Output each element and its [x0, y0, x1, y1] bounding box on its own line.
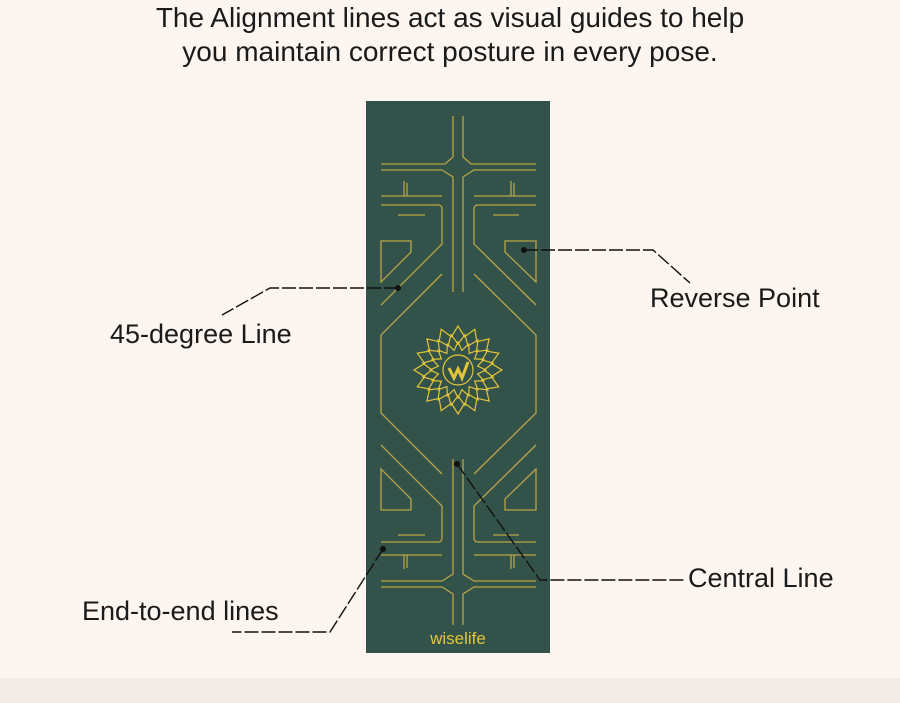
label-central-line: Central Line: [688, 563, 834, 593]
mandala-petal-ring: [428, 340, 488, 400]
mandala-petal-ring: [412, 324, 504, 416]
reverse-point-triangle-left: [380, 240, 412, 284]
reverse-point-triangle-right: [504, 240, 537, 284]
alignment-lines: [380, 116, 537, 625]
callout-dot-reverse: [521, 247, 527, 253]
yoga-mat: [366, 101, 550, 653]
end-to-end-line-top-right: [462, 169, 536, 292]
footer-strip: [0, 678, 900, 703]
forty-five-line-octagon: [380, 273, 537, 475]
label-reverse-point: Reverse Point: [650, 283, 820, 313]
brand-wordmark: wiselife: [429, 629, 486, 648]
callout-dot-end-to-end: [380, 546, 386, 552]
end-to-end-line-top-left: [381, 169, 454, 292]
heading-line-1: The Alignment lines act as visual guides…: [155, 2, 745, 33]
label-45-degree-line: 45-degree Line: [110, 319, 292, 349]
heading-line-2: you maintain correct posture in every po…: [182, 36, 718, 67]
central-line-top-right: [462, 116, 536, 165]
callout-line-reverse: [524, 249, 691, 284]
label-end-to-end-lines: End-to-end lines: [82, 596, 279, 626]
callout-line-central: [456, 463, 685, 581]
callout-lines: [221, 249, 691, 633]
mandala-logo: [412, 324, 504, 416]
mandala-petal-ring: [421, 333, 495, 407]
central-line-top-left: [381, 116, 454, 165]
callout-dot-45: [395, 285, 401, 291]
mandala-center-circle: [442, 354, 474, 386]
callout-dot-central: [454, 461, 460, 467]
callout-line-end-to-end: [232, 548, 384, 633]
callout-line-45: [221, 287, 398, 316]
logo-w-mark: [447, 361, 470, 382]
callout-dots: [380, 247, 527, 552]
